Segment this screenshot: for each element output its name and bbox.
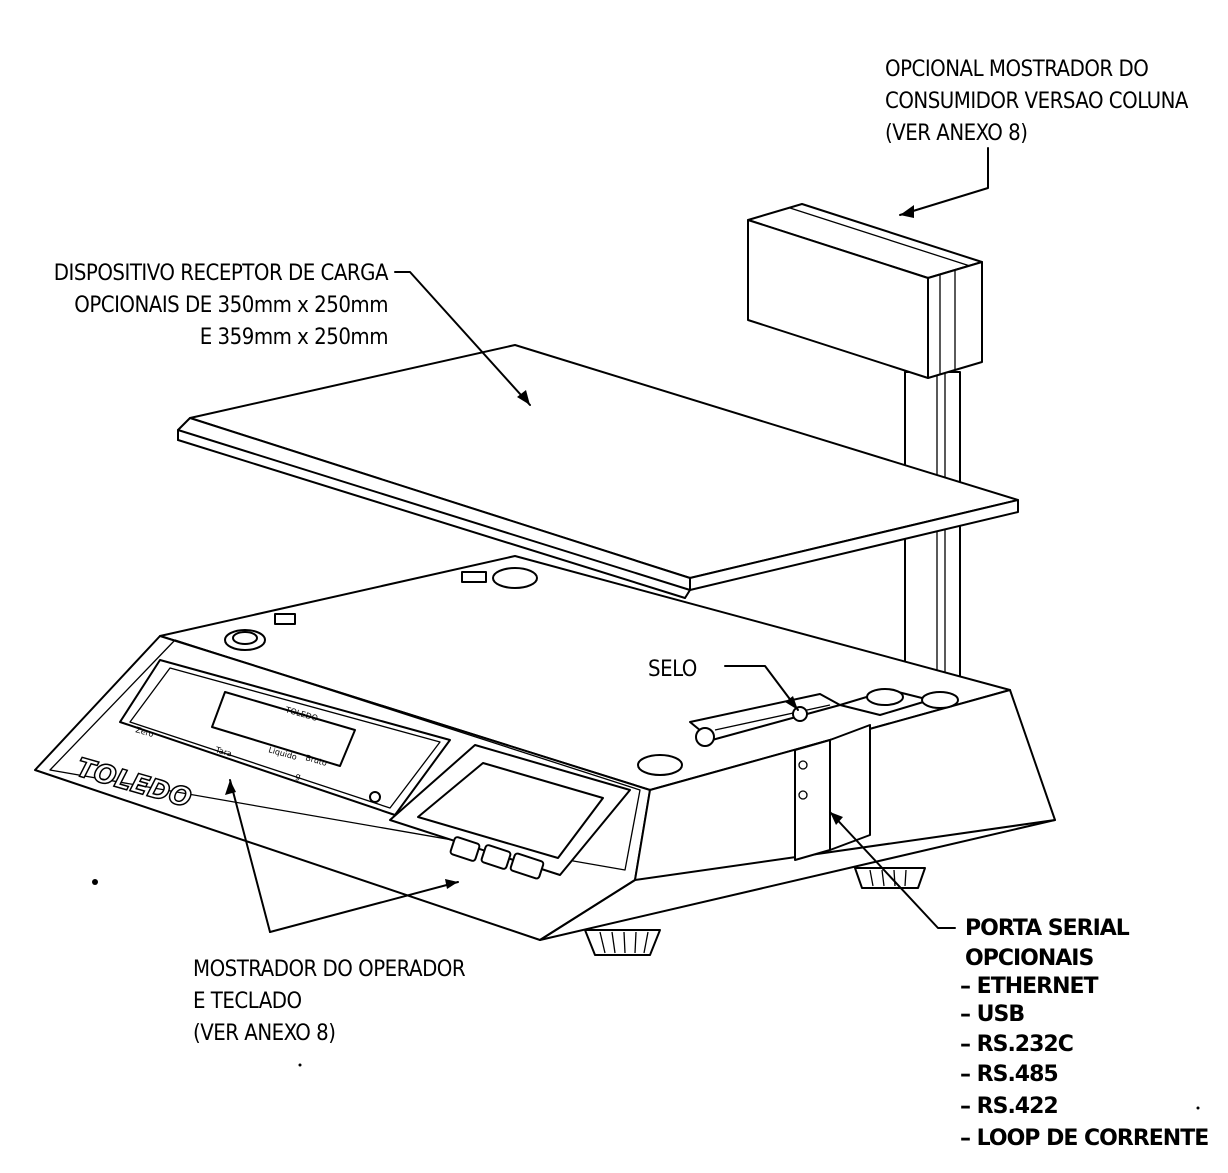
label-load-receptor-line1: DISPOSITIVO RECEPTOR DE CARGA (54, 261, 389, 286)
label-operator-display: MOSTRADOR DO OPERADOR E TECLADO (VER ANE… (193, 957, 466, 1046)
feet (584, 867, 926, 956)
label-serial-port-current-loop: – LOOP DE CORRENTE (960, 1126, 1208, 1151)
label-load-receptor: DISPOSITIVO RECEPTOR DE CARGA OPCIONAIS … (54, 261, 390, 350)
label-serial-port-title: PORTA SERIAL (965, 916, 1130, 941)
keypad-keys (449, 836, 545, 880)
label-serial-port-ethernet: – ETHERNET (960, 974, 1099, 999)
label-load-receptor-line2: OPCIONAIS DE 350mm x 250mm (74, 293, 388, 318)
label-operator-display-line1: MOSTRADOR DO OPERADOR (193, 957, 466, 982)
scale-base: TOLEDO Zero Tara Liquido Bruto g TOLEDO (34, 555, 1056, 956)
label-operator-display-line2: E TECLADO (193, 989, 302, 1014)
label-serial-port-rs232c: – RS.232C (960, 1032, 1073, 1057)
label-customer-display-line1: OPCIONAL MOSTRADOR DO (885, 57, 1148, 82)
leader-lines (225, 147, 989, 933)
label-serial-port-rs422: – RS.422 (960, 1094, 1058, 1119)
label-operator-display-line3: (VER ANEXO 8) (193, 1021, 335, 1046)
label-seal: SELO (648, 657, 697, 682)
customer-display (747, 203, 983, 701)
svg-text:g: g (294, 771, 301, 781)
label-customer-display-line2: CONSUMIDOR VERSAO COLUNA (885, 89, 1189, 114)
label-serial-port-rs485: – RS.485 (960, 1062, 1058, 1087)
label-serial-port-usb: – USB (960, 1002, 1024, 1027)
label-serial-port-options: OPCIONAIS (965, 946, 1093, 971)
label-serial-port: PORTA SERIAL OPCIONAIS – ETHERNET – USB … (960, 916, 1209, 1151)
label-customer-display-line3: (VER ANEXO 8) (885, 121, 1027, 146)
load-platter (177, 344, 1019, 599)
label-customer-display: OPCIONAL MOSTRADOR DO CONSUMIDOR VERSAO … (885, 57, 1189, 146)
label-load-receptor-line3: E 359mm x 250mm (200, 325, 388, 350)
